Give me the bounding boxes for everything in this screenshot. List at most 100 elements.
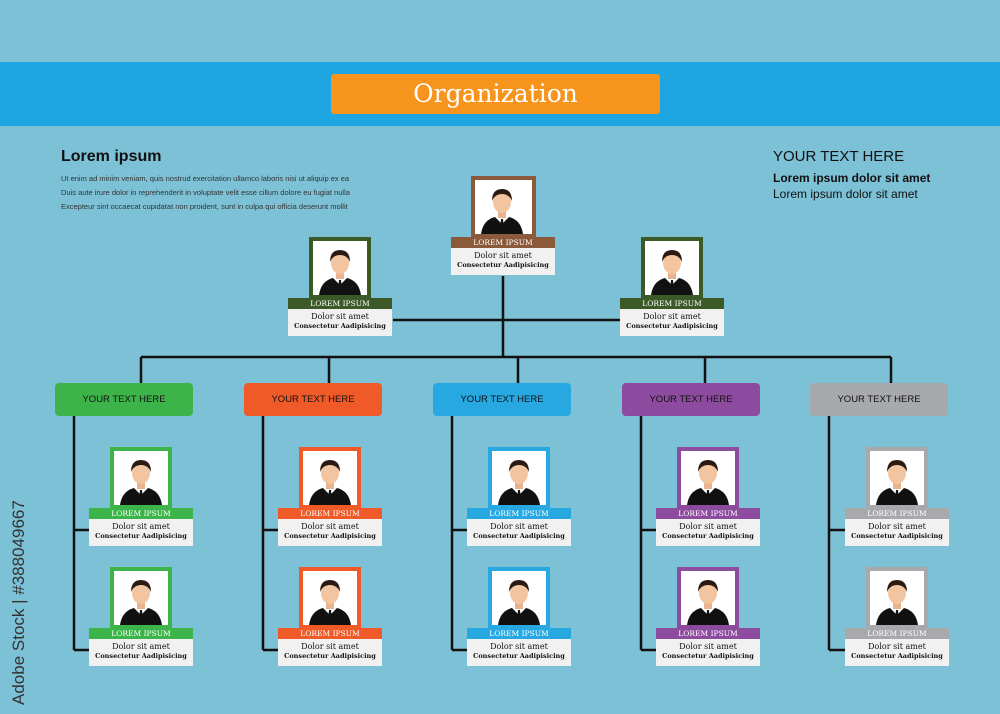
info-line-2: Consectetur Aadipisicing — [473, 532, 565, 540]
info-box: Dolor sit amet Consectetur Aadipisicing — [288, 309, 392, 336]
avatar — [309, 237, 371, 299]
person-icon — [480, 189, 523, 234]
department-header: YOUR TEXT HERE — [244, 383, 382, 416]
role-label: LOREM IPSUM — [451, 237, 555, 248]
side-text-block: YOUR TEXT HERE Lorem ipsum dolor sit ame… — [773, 148, 993, 201]
person-icon — [687, 580, 729, 625]
role-label: LOREM IPSUM — [620, 298, 724, 309]
info-line-2: Consectetur Aadipisicing — [284, 652, 376, 660]
department-header: YOUR TEXT HERE — [55, 383, 193, 416]
info-line-2: Consectetur Aadipisicing — [851, 532, 943, 540]
info-line-1: Dolor sit amet — [490, 642, 548, 651]
person-icon — [120, 460, 162, 505]
role-label: LOREM IPSUM — [278, 628, 382, 639]
info-line-2: Consectetur Aadipisicing — [95, 532, 187, 540]
info-line-1: Dolor sit amet — [490, 522, 548, 531]
department-header: YOUR TEXT HERE — [810, 383, 948, 416]
avatar — [488, 447, 550, 509]
ceo-card: LOREM IPSUM Dolor sit amet Consectetur A… — [451, 176, 555, 275]
department-header: YOUR TEXT HERE — [622, 383, 760, 416]
side-line-1: Lorem ipsum dolor sit amet — [773, 171, 931, 185]
department-header: YOUR TEXT HERE — [433, 383, 571, 416]
intro-block: Lorem ipsum Ut enim ad minim veniam, qui… — [61, 148, 381, 214]
side-line-2: Lorem ipsum dolor sit amet — [773, 187, 918, 201]
avatar — [488, 567, 550, 629]
person-icon — [687, 460, 729, 505]
manager-card-right: LOREM IPSUM Dolor sit amet Consectetur A… — [620, 237, 724, 336]
stock-watermark: Adobe Stock | #388049667 — [4, 470, 34, 710]
info-line-1: Dolor sit amet — [868, 642, 926, 651]
info-line-1: Dolor sit amet — [301, 642, 359, 651]
intro-line-2: Duis aute irure dolor in reprehenderit i… — [61, 188, 350, 197]
intro-line-3: Excepteur sint occaecat cupidatat non pr… — [61, 202, 348, 211]
role-label: LOREM IPSUM — [89, 628, 193, 639]
avatar — [866, 567, 928, 629]
info-line-2: Consectetur Aadipisicing — [473, 652, 565, 660]
info-line-1: Dolor sit amet — [474, 251, 532, 260]
intro-line-1: Ut enim ad minim veniam, quis nostrud ex… — [61, 174, 350, 183]
avatar — [866, 447, 928, 509]
role-label: LOREM IPSUM — [656, 508, 760, 519]
person-icon — [651, 250, 693, 295]
avatar — [299, 567, 361, 629]
info-line-2: Consectetur Aadipisicing — [95, 652, 187, 660]
person-icon — [498, 460, 540, 505]
info-line-2: Consectetur Aadipisicing — [284, 532, 376, 540]
watermark-text: Adobe Stock | #388049667 — [9, 500, 28, 705]
role-label: LOREM IPSUM — [467, 508, 571, 519]
person-icon — [309, 580, 351, 625]
role-label: LOREM IPSUM — [89, 508, 193, 519]
info-line-1: Dolor sit amet — [112, 522, 170, 531]
person-icon — [876, 460, 918, 505]
role-label: LOREM IPSUM — [656, 628, 760, 639]
role-label: LOREM IPSUM — [845, 508, 949, 519]
person-icon — [498, 580, 540, 625]
info-line-1: Dolor sit amet — [679, 522, 737, 531]
info-line-1: Dolor sit amet — [643, 312, 701, 321]
role-label: LOREM IPSUM — [278, 508, 382, 519]
info-line-2: Consectetur Aadipisicing — [851, 652, 943, 660]
info-line-1: Dolor sit amet — [112, 642, 170, 651]
info-line-1: Dolor sit amet — [679, 642, 737, 651]
info-box: Dolor sit amet Consectetur Aadipisicing — [620, 309, 724, 336]
intro-heading: Lorem ipsum — [61, 148, 162, 165]
role-label: LOREM IPSUM — [845, 628, 949, 639]
person-icon — [120, 580, 162, 625]
info-box: Dolor sit amet Consectetur Aadipisicing — [451, 248, 555, 275]
manager-card-left: LOREM IPSUM Dolor sit amet Consectetur A… — [288, 237, 392, 336]
person-icon — [876, 580, 918, 625]
info-line-1: Dolor sit amet — [311, 312, 369, 321]
info-line-1: Dolor sit amet — [868, 522, 926, 531]
person-icon — [309, 460, 351, 505]
info-line-2: Consectetur Aadipisicing — [662, 652, 754, 660]
info-line-2: Consectetur Aadipisicing — [294, 322, 386, 330]
info-line-2: Consectetur Aadipisicing — [457, 261, 549, 269]
role-label: LOREM IPSUM — [288, 298, 392, 309]
person-icon — [319, 250, 361, 295]
avatar — [677, 567, 739, 629]
role-label: LOREM IPSUM — [467, 628, 571, 639]
avatar — [470, 176, 536, 238]
avatar — [110, 447, 172, 509]
avatar — [677, 447, 739, 509]
page-title: Organization — [331, 74, 660, 114]
